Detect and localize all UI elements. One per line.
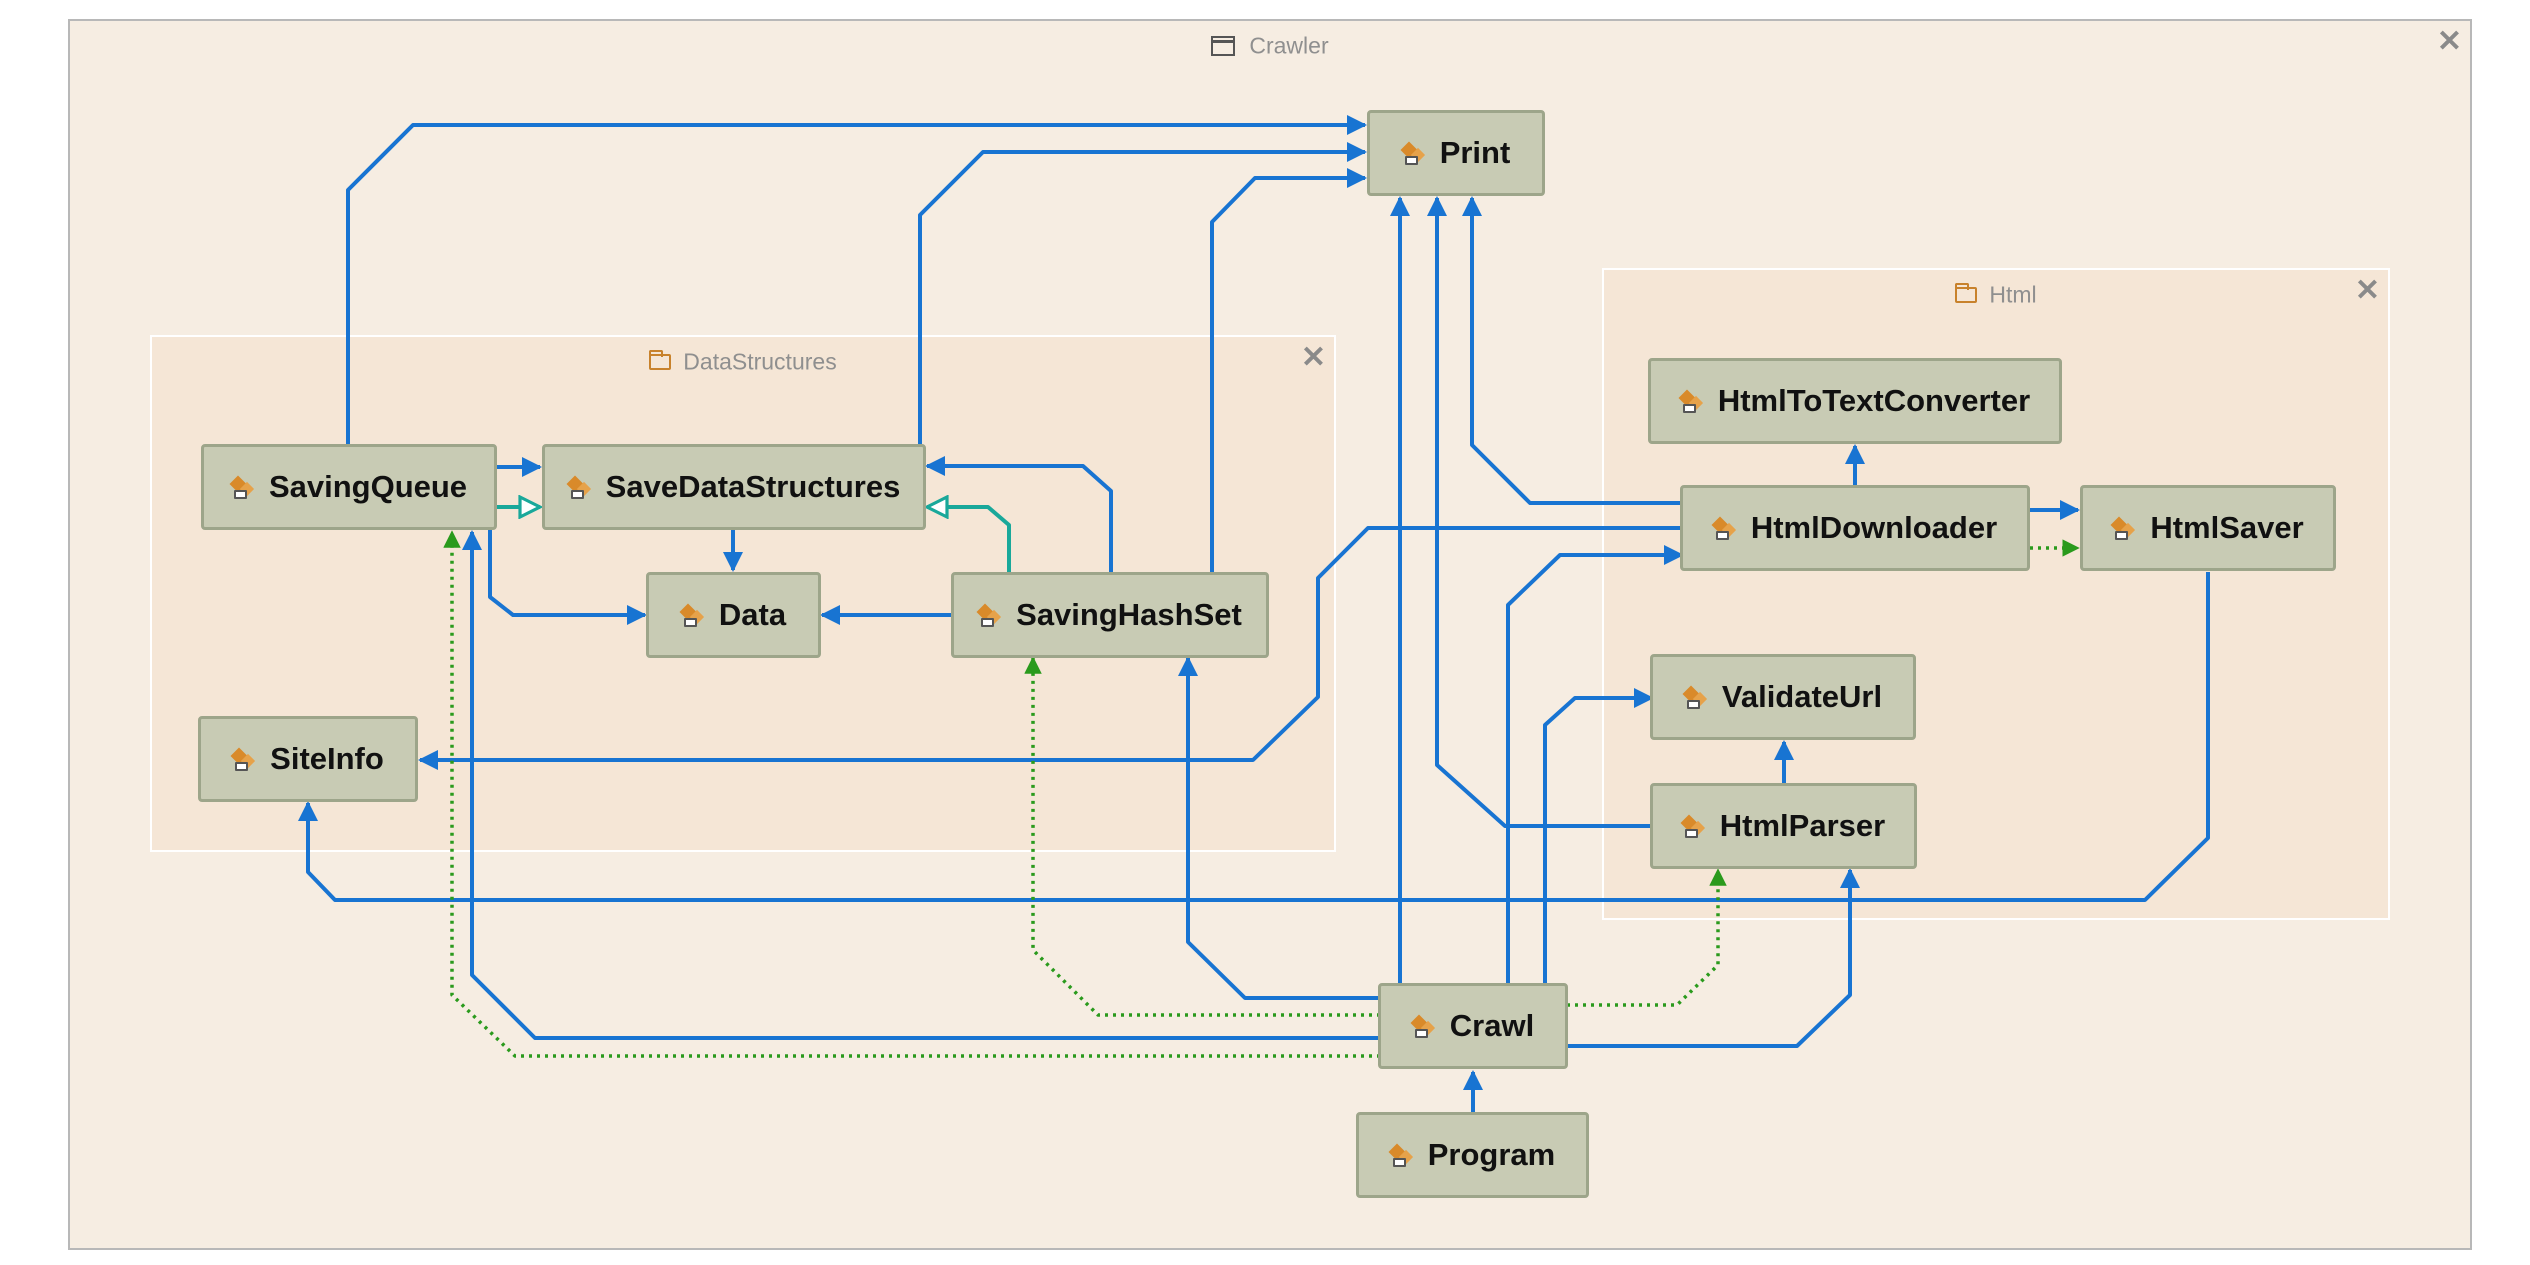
class-icon [1410, 1014, 1438, 1038]
folder-icon [649, 349, 672, 370]
folder-icon [1955, 282, 1978, 303]
node-siteinfo[interactable]: SiteInfo [198, 716, 418, 802]
class-icon [2110, 516, 2138, 540]
edge-crawl-validateurl [1543, 688, 1654, 985]
class-icon [976, 603, 1004, 627]
edge-crawl-savingqueue [462, 530, 1380, 1040]
node-savinghashset[interactable]: SavingHashSet [951, 572, 1269, 658]
close-html-icon[interactable]: ✕ [2354, 274, 2380, 307]
edge-dotted-crawl-htmlparser [1567, 868, 1727, 1007]
html-title: Html [1604, 280, 2388, 308]
node-validateurl[interactable]: ValidateUrl [1650, 654, 1916, 740]
edge-dotted-crawl-savingqueue [443, 530, 1380, 1058]
node-savedatastructures[interactable]: SaveDataStructures [542, 444, 926, 530]
class-diagram-icon [1211, 35, 1236, 56]
class-icon [1682, 685, 1710, 709]
edge-savedatastructures-print [918, 142, 1367, 446]
node-crawl[interactable]: Crawl [1378, 983, 1568, 1069]
class-icon [230, 747, 258, 771]
edge-htmldownloader-siteinfo [418, 526, 1682, 770]
edge-savinghashset-savedatastructures [925, 456, 1113, 572]
node-htmlsaver[interactable]: HtmlSaver [2080, 485, 2336, 571]
class-icon [1711, 516, 1739, 540]
crawler-title: Crawler [70, 31, 2470, 59]
class-icon [1388, 1143, 1416, 1167]
edge-savinghashset-print [1210, 168, 1367, 572]
edge-crawl-htmldownloader [1506, 545, 1684, 985]
edge-savingqueue-print [346, 115, 1367, 446]
class-icon [1400, 141, 1428, 165]
edge-savingqueue-data [488, 530, 647, 625]
class-icon [679, 603, 707, 627]
node-htmldownloader[interactable]: HtmlDownloader [1680, 485, 2030, 571]
edge-htmlsaver-siteinfo [298, 572, 2210, 902]
datastructures-title: DataStructures [152, 347, 1334, 375]
edge-htmlparser-print [1427, 196, 1652, 828]
close-crawler-icon[interactable]: ✕ [2436, 25, 2462, 58]
close-datastructures-icon[interactable]: ✕ [1300, 341, 1326, 374]
class-icon [229, 475, 257, 499]
edge-htmldownloader-print [1462, 196, 1682, 505]
node-program[interactable]: Program [1356, 1112, 1589, 1198]
node-savingqueue[interactable]: SavingQueue [201, 444, 497, 530]
node-htmltotextconverter[interactable]: HtmlToTextConverter [1648, 358, 2062, 444]
edge-crawl-savinghashset [1178, 656, 1380, 1000]
node-print[interactable]: Print [1367, 110, 1545, 196]
edge-inherit-savinghashset [927, 507, 1011, 572]
node-htmlparser[interactable]: HtmlParser [1650, 783, 1917, 869]
class-icon [1680, 814, 1708, 838]
node-data[interactable]: Data [646, 572, 821, 658]
class-icon [566, 475, 594, 499]
edge-crawl-htmlparser [1567, 868, 1860, 1048]
class-icon [1678, 389, 1706, 413]
